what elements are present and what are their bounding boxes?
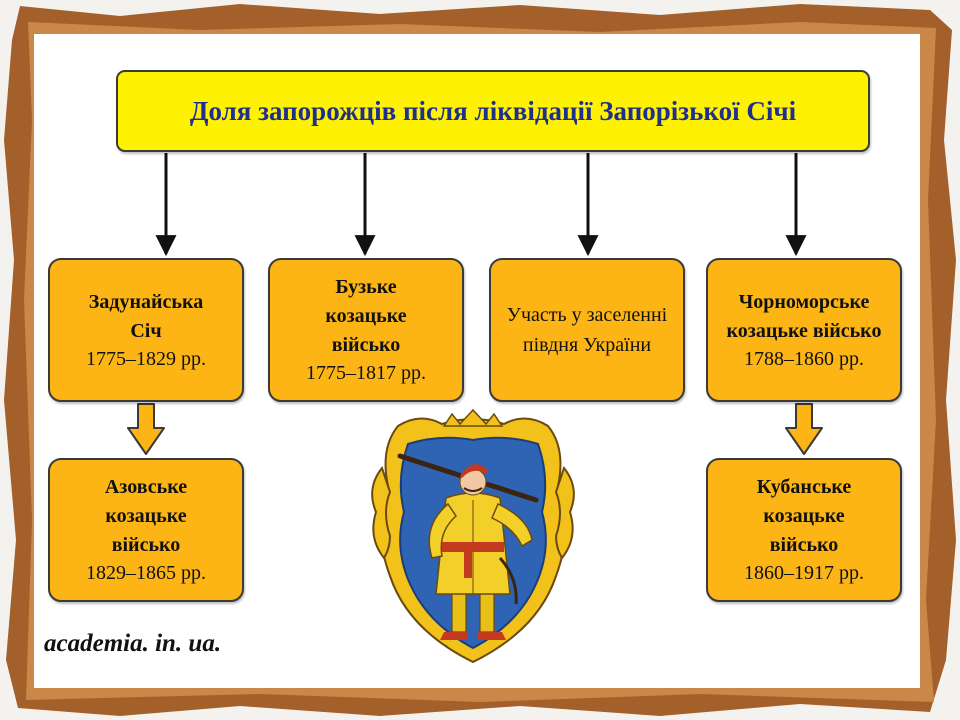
box-name: Бузьке козацьке військо <box>325 276 407 356</box>
box-text: Участь у заселенні півдня України <box>506 304 668 356</box>
cossack-coat-of-arms-icon <box>371 408 575 664</box>
title-box: Доля запорожців після ліквідації Запоріз… <box>116 70 870 152</box>
box-years: 1775–1829 рр. <box>86 347 206 370</box>
box-years: 1829–1865 рр. <box>86 562 206 584</box>
box-name: Азовське козацьке військо <box>104 476 188 556</box>
box-buzke-viisko: Бузьке козацьке військо 1775–1817 рр. <box>268 258 464 402</box>
box-name: Чорноморське козацьке військо <box>726 290 882 342</box>
source-credit: academia. in. ua. <box>44 630 222 657</box>
box-years: 1775–1817 рр. <box>306 362 426 384</box>
box-zaselennia-pivdnia: Участь у заселенні півдня України <box>489 258 685 402</box>
box-name: Кубанське козацьке військо <box>756 476 852 556</box>
box-zadunaiska-sich: Задунайська Січ 1775–1829 рр. <box>48 258 244 402</box>
box-chornomorske-viisko: Чорноморське козацьке військо 1788–1860 … <box>706 258 902 402</box>
block-arrow-to-kubanske <box>785 403 823 455</box>
box-name: Задунайська Січ <box>88 290 204 342</box>
diagram-title: Доля запорожців після ліквідації Запоріз… <box>189 95 797 126</box>
box-years: 1860–1917 рр. <box>744 562 864 584</box>
block-arrow-to-azovske <box>127 403 165 455</box>
box-kubanske-viisko: Кубанське козацьке військо 1860–1917 рр. <box>706 458 902 602</box>
box-azovske-viisko: Азовське козацьке військо 1829–1865 рр. <box>48 458 244 602</box>
box-years: 1788–1860 рр. <box>744 347 864 370</box>
